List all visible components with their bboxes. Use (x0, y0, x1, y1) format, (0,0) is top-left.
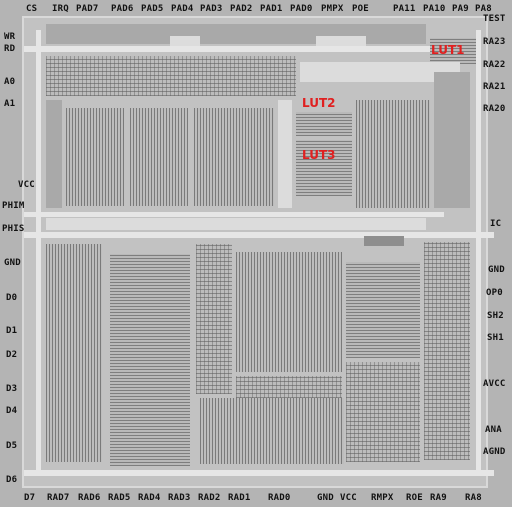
power-bus-right (476, 30, 481, 470)
pad-rad5: RAD5 (108, 493, 131, 503)
pad-vcc: VCC (18, 180, 35, 190)
pad-d6: D6 (6, 475, 18, 485)
pad-rad1: RAD1 (228, 493, 251, 503)
pad-d4: D4 (6, 406, 18, 416)
pad-rd: RD (4, 44, 16, 54)
pad-pmpx: PMPX (321, 4, 344, 14)
pad-vcc-bottom: VCC (340, 493, 357, 503)
pad-pa11: PA11 (393, 4, 416, 14)
pad-op0: OP0 (486, 288, 503, 298)
pad-irq: IRQ (52, 4, 69, 14)
pad-pad0: PAD0 (290, 4, 313, 14)
left-driver-column (46, 100, 62, 208)
pad-gnd-left: GND (4, 258, 21, 268)
pad-ana: ANA (485, 425, 502, 435)
pad-a0: A0 (4, 77, 16, 87)
analog-output-block (424, 242, 470, 460)
power-bus-lower (24, 232, 494, 238)
pad-pad4: PAD4 (171, 4, 194, 14)
pad-pa9: PA9 (452, 4, 469, 14)
pad-ra22: RA22 (483, 60, 506, 70)
pad-rad6: RAD6 (78, 493, 101, 503)
register-array-1 (66, 108, 124, 206)
decoder-array-upper (356, 100, 430, 208)
top-cell-b (316, 36, 366, 46)
pad-pad6: PAD6 (111, 4, 134, 14)
pad-ra21: RA21 (483, 82, 506, 92)
pad-d7: D7 (24, 493, 36, 503)
pad-agnd: AGND (483, 447, 506, 457)
pad-phim: PHIM (2, 201, 25, 211)
pad-d1: D1 (6, 326, 18, 336)
power-bus-top (24, 46, 464, 52)
pad-pad3: PAD3 (200, 4, 223, 14)
right-driver-column (434, 72, 470, 208)
pad-a1: A1 (4, 99, 16, 109)
ram-array-center (236, 252, 342, 372)
pad-rad4: RAD4 (138, 493, 161, 503)
ram-array-right (346, 262, 420, 358)
lut1-annotation: LUT1 (431, 43, 465, 57)
upper-right-routing (300, 62, 460, 82)
pad-pad5: PAD5 (141, 4, 164, 14)
pad-ra8: RA8 (465, 493, 482, 503)
sense-amp-row (236, 376, 342, 398)
top-logic-strip (46, 24, 426, 44)
control-logic-upper (46, 56, 296, 96)
top-cell-a (170, 36, 200, 46)
register-array-2 (130, 108, 188, 206)
pad-rmpx: RMPX (371, 493, 394, 503)
address-logic (196, 244, 232, 394)
pad-d5: D5 (6, 441, 18, 451)
clock-routing-band (46, 218, 426, 230)
pad-pad1: PAD1 (260, 4, 283, 14)
lut2-annotation: LUT2 (302, 96, 336, 110)
pad-pad7: PAD7 (76, 4, 99, 14)
lut3-annotation: LUT3 (302, 148, 336, 162)
pad-pa10: PA10 (423, 4, 446, 14)
lut2-rom-block (296, 112, 352, 136)
pad-cs: CS (26, 4, 38, 14)
pad-d0: D0 (6, 293, 18, 303)
pad-ic: IC (490, 219, 502, 229)
timing-logic (346, 362, 420, 462)
pad-roe: ROE (406, 493, 423, 503)
register-array-3 (194, 108, 274, 206)
pad-rad0: RAD0 (268, 493, 291, 503)
lut1-rom-block (430, 38, 476, 64)
routing-channel-1 (278, 100, 292, 208)
pad-poe: POE (352, 4, 369, 14)
pad-phis: PHIS (2, 224, 25, 234)
mid-contact-row (364, 236, 404, 246)
pad-rad7: RAD7 (47, 493, 70, 503)
output-register-array (200, 398, 344, 464)
pad-test: TEST (483, 14, 506, 24)
pad-d3: D3 (6, 384, 18, 394)
power-bus-left (36, 30, 41, 470)
pad-ra9: RA9 (430, 493, 447, 503)
data-bus-drivers (46, 244, 102, 462)
power-bus-mid (24, 212, 444, 217)
pad-pad2: PAD2 (230, 4, 253, 14)
pad-wr: WR (4, 32, 16, 42)
pad-d2: D2 (6, 350, 18, 360)
pad-ra20: RA20 (483, 104, 506, 114)
pad-rad2: RAD2 (198, 493, 221, 503)
pad-gnd-right: GND (488, 265, 505, 275)
ram-array-left (110, 254, 190, 466)
pad-pa8: PA8 (475, 4, 492, 14)
pad-ra23: RA23 (483, 37, 506, 47)
pad-rad3: RAD3 (168, 493, 191, 503)
power-bus-bottom (24, 470, 494, 476)
pad-avcc: AVCC (483, 379, 506, 389)
lut3-rom-block (296, 140, 352, 196)
pad-sh1: SH1 (487, 333, 504, 343)
pad-sh2: SH2 (487, 311, 504, 321)
pad-gnd-bottom: GND (317, 493, 334, 503)
